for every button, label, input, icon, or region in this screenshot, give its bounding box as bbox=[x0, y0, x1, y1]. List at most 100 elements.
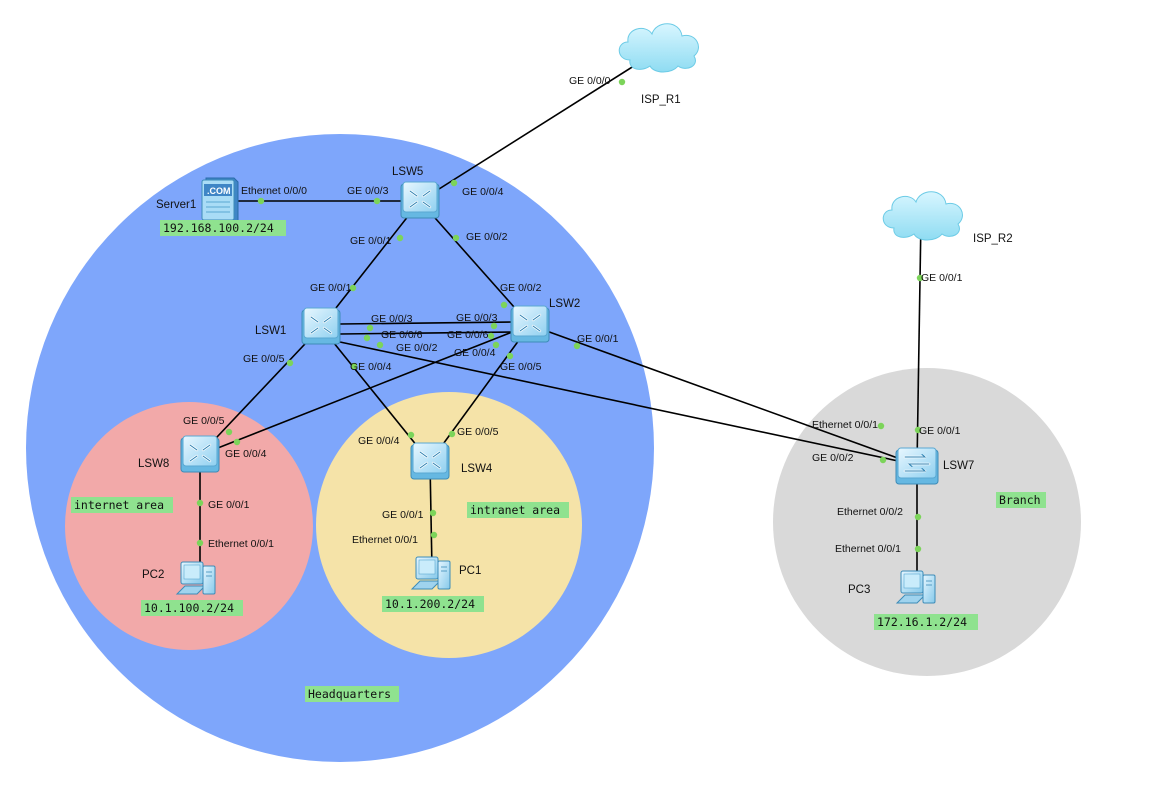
port-label: GE 0/0/5 bbox=[243, 353, 285, 365]
port-label: GE 0/0/1 bbox=[350, 235, 392, 247]
link-lsw1-lsw8 bbox=[199, 326, 322, 456]
isp-r1-node[interactable]: ISP_R1 bbox=[618, 23, 699, 106]
link-isp-r2-lsw7 bbox=[916, 217, 922, 466]
device-label: LSW2 bbox=[549, 298, 580, 310]
area-tag-internet: internet area bbox=[71, 497, 173, 513]
area-tag-bg bbox=[71, 497, 173, 513]
isp-r2-node[interactable]: ISP_R2 bbox=[882, 191, 1013, 245]
port-label: GE 0/0/4 bbox=[462, 186, 504, 198]
port-label: GE 0/0/4 bbox=[454, 347, 496, 359]
port-label: GE 0/0/3 bbox=[456, 312, 498, 324]
links bbox=[199, 51, 922, 585]
device-label: LSW7 bbox=[943, 460, 974, 472]
port-label: GE 0/0/1 bbox=[208, 499, 250, 511]
link-lsw2-lsw4 bbox=[429, 324, 531, 463]
switch-icon bbox=[179, 434, 221, 474]
port-label: Ethernet 0/0/1 bbox=[208, 538, 274, 550]
pc-icon bbox=[896, 570, 936, 604]
port-label: Ethernet 0/0/2 bbox=[837, 506, 903, 518]
port-label: GE 0/0/1 bbox=[919, 425, 961, 437]
server-icon: .COM bbox=[201, 177, 239, 223]
server1-node[interactable]: .COM Server1 192.168.100.2/24 bbox=[156, 177, 286, 236]
port-label: GE 0/0/6 bbox=[447, 329, 489, 341]
pc2-node[interactable]: PC2 10.1.100.2/24 bbox=[141, 561, 243, 616]
pc1-node[interactable]: PC1 10.1.200.2/24 bbox=[382, 556, 484, 612]
link-isp-r1-lsw5 bbox=[419, 51, 657, 202]
area-tag-bg bbox=[305, 686, 399, 702]
lsw7-node[interactable]: LSW7 bbox=[894, 446, 974, 486]
port-label: GE 0/0/2 bbox=[500, 282, 542, 294]
area-tag-bg bbox=[996, 492, 1046, 508]
port-label: GE 0/0/2 bbox=[812, 452, 854, 464]
device-label: PC2 bbox=[142, 569, 164, 581]
device-label: ISP_R2 bbox=[973, 233, 1013, 245]
pc3-node[interactable]: PC3 172.16.1.2/24 bbox=[848, 570, 978, 630]
ip-tag-bg bbox=[141, 600, 243, 616]
lsw8-node[interactable]: LSW8 bbox=[138, 434, 221, 474]
port-label: Ethernet 0/0/1 bbox=[352, 534, 418, 546]
port-label: GE 0/0/4 bbox=[225, 448, 267, 460]
port-label: GE 0/0/3 bbox=[347, 185, 389, 197]
area-label: internet area bbox=[74, 498, 164, 512]
branch-zone bbox=[773, 368, 1081, 676]
port-label: Ethernet 0/0/0 bbox=[241, 185, 307, 197]
switch-icon bbox=[894, 446, 940, 486]
ip-tag: 192.168.100.2/24 bbox=[163, 221, 274, 235]
area-tag-headquarters: Headquarters bbox=[305, 686, 399, 702]
switch-icon bbox=[409, 441, 451, 481]
internet-zone bbox=[65, 402, 313, 650]
ip-tag: 10.1.200.2/24 bbox=[385, 597, 475, 611]
server-badge: .COM bbox=[207, 186, 231, 196]
device-label: LSW5 bbox=[392, 166, 423, 178]
link-lsw5-lsw2 bbox=[419, 200, 531, 326]
lsw1-node[interactable]: LSW1 bbox=[255, 306, 342, 346]
ip-tag-bg bbox=[874, 614, 978, 630]
lsw5-node[interactable]: LSW5 bbox=[392, 166, 441, 220]
port-label: GE 0/0/4 bbox=[358, 435, 400, 447]
switch-icon bbox=[509, 304, 551, 344]
ip-tag-bg bbox=[382, 596, 484, 612]
port-label: GE 0/0/0 bbox=[569, 75, 611, 87]
device-label: ISP_R1 bbox=[641, 94, 681, 106]
device-label: LSW4 bbox=[461, 463, 493, 475]
cloud-icon bbox=[618, 23, 699, 73]
ip-tag: 10.1.100.2/24 bbox=[144, 601, 234, 615]
port-label: GE 0/0/5 bbox=[183, 415, 225, 427]
port-label: GE 0/0/1 bbox=[310, 282, 352, 294]
port-label: GE 0/0/6 bbox=[381, 329, 423, 341]
pc-icon bbox=[411, 556, 451, 590]
port-label: GE 0/0/2 bbox=[466, 231, 508, 243]
link-lsw5-lsw1 bbox=[320, 200, 421, 328]
link-lsw2-lsw7 bbox=[529, 324, 918, 466]
cloud-icon bbox=[882, 191, 963, 241]
link-lsw1-lsw2-b bbox=[339, 331, 513, 335]
link-lsw1-lsw2-a bbox=[339, 321, 513, 325]
link-lsw4-pc1 bbox=[429, 461, 433, 571]
area-label: intranet area bbox=[470, 503, 560, 517]
port-label: GE 0/0/5 bbox=[457, 426, 499, 438]
device-label: LSW8 bbox=[138, 458, 169, 470]
device-label: PC3 bbox=[848, 584, 870, 596]
port-label: GE 0/0/5 bbox=[500, 361, 542, 373]
port-label: Ethernet 0/0/1 bbox=[835, 543, 901, 555]
port-label: GE 0/0/2 bbox=[396, 342, 438, 354]
device-label: Server1 bbox=[156, 199, 196, 211]
lsw4-node[interactable]: LSW4 bbox=[409, 441, 493, 481]
link-lsw1-lsw4 bbox=[320, 326, 431, 463]
ip-tag-bg bbox=[160, 220, 286, 236]
area-tag-intranet: intranet area bbox=[467, 502, 569, 518]
pc-icon bbox=[176, 561, 216, 595]
switch-icon bbox=[300, 306, 342, 346]
link-lsw2-lsw8 bbox=[199, 324, 531, 456]
port-label: Ethernet 0/0/1 bbox=[812, 419, 878, 431]
lsw2-node[interactable]: LSW2 bbox=[509, 298, 580, 344]
port-dots bbox=[196, 78, 924, 553]
switch-icon bbox=[399, 180, 441, 220]
intranet-zone bbox=[316, 392, 582, 658]
ip-tag: 172.16.1.2/24 bbox=[877, 615, 967, 629]
port-labels: GE 0/0/0 GE 0/0/4 Ethernet 0/0/0 GE 0/0/… bbox=[183, 75, 963, 555]
device-label: LSW1 bbox=[255, 325, 286, 337]
area-tag-branch: Branch bbox=[996, 492, 1046, 508]
port-label: GE 0/0/3 bbox=[371, 313, 413, 325]
